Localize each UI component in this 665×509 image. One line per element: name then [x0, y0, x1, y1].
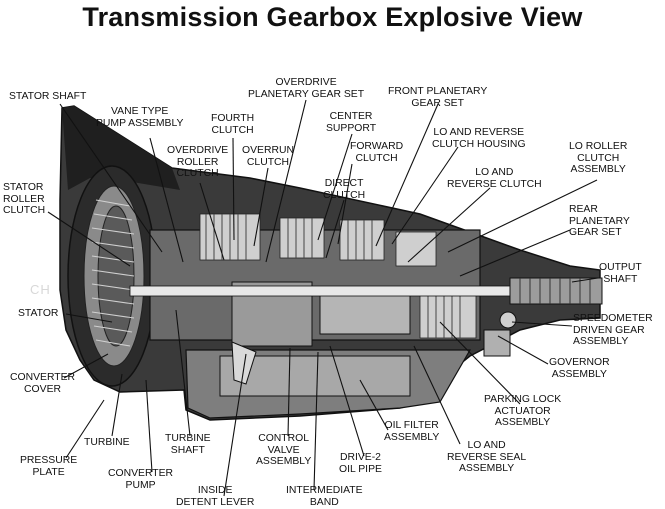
leader-lines [47, 99, 599, 497]
output-shaft-splines [519, 278, 591, 304]
bell-housing-top [62, 106, 180, 190]
clutch-plate-lines [205, 214, 461, 338]
converter-fins [91, 199, 135, 347]
watermark: CH [30, 282, 51, 297]
diagram-title: Transmission Gearbox Explosive View [82, 2, 583, 32]
governor-body [483, 329, 511, 357]
converter-turbine-ring [97, 205, 135, 347]
detent-lever [231, 341, 257, 385]
label-turbine: TURBINE [84, 437, 130, 448]
speedometer-gear [499, 311, 517, 329]
direct-clutch-drum [319, 289, 411, 335]
output-shaft-splined [509, 277, 603, 305]
label-stator-shaft: STATOR SHAFT [9, 91, 87, 102]
label-stator: STATOR [18, 308, 59, 319]
